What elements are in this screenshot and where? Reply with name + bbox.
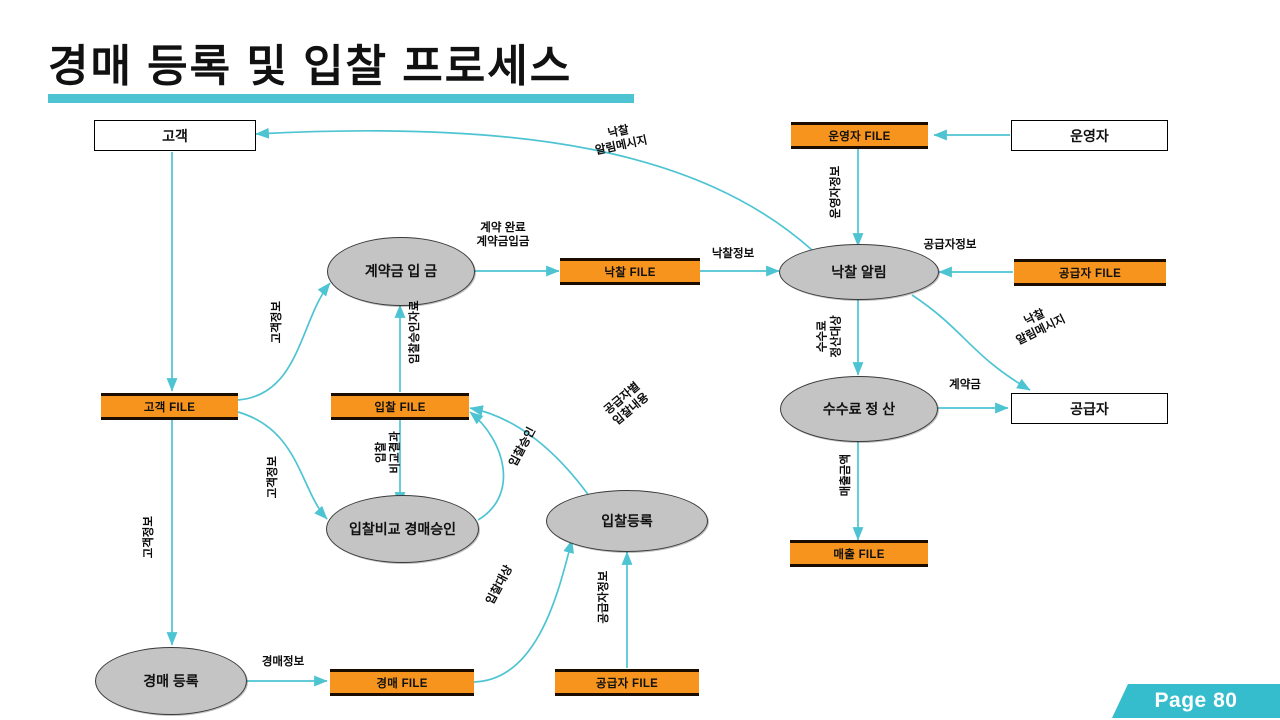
edge-label-award-message-customer: 낙찰 알림메시지 [594, 124, 649, 158]
title-underline [48, 94, 634, 103]
edge-label-fee-settlement-target: 수수료 정산대상 [816, 315, 843, 358]
edge-label-deposit: 계약금 [949, 379, 981, 391]
process-award-notice[interactable]: 낙찰 알림 [779, 244, 939, 300]
store-sales-file-label: 매출 FILE [833, 548, 885, 561]
edge-label-operator-info: 운영자정보 [829, 165, 842, 219]
store-award-file-label: 낙찰 FILE [604, 266, 656, 279]
entity-operator[interactable]: 운영자 [1011, 120, 1168, 151]
process-bid-registration-label: 입찰등록 [601, 512, 653, 529]
edge-label-customer-info-2: 고객정보 [266, 456, 279, 499]
process-fee-settlement[interactable]: 수수료 정 산 [780, 376, 938, 442]
store-operator-file-label: 운영자 FILE [828, 130, 891, 143]
edge-label-supplier-bid-content: 공급자별 입찰내용 [602, 380, 652, 428]
store-bid-file-label: 입찰 FILE [374, 401, 426, 414]
process-bid-compare-approve[interactable]: 입찰비교 경매승인 [326, 495, 479, 563]
edge-label-supplier-info-bottom: 공급자정보 [597, 570, 610, 624]
store-customer-file[interactable]: 고객 FILE [101, 393, 238, 420]
store-supplier-file-bottom[interactable]: 공급자 FILE [555, 669, 699, 696]
entity-customer-label: 고객 [162, 127, 188, 144]
entity-operator-label: 운영자 [1070, 127, 1109, 144]
page-number-badge: Page 80 [1112, 684, 1280, 718]
process-bid-registration[interactable]: 입찰등록 [546, 490, 708, 552]
entity-supplier[interactable]: 공급자 [1011, 393, 1168, 424]
entity-supplier-label: 공급자 [1070, 400, 1109, 417]
edge-label-customer-info-3: 고객정보 [142, 516, 155, 559]
store-supplier-file-top[interactable]: 공급자 FILE [1014, 259, 1166, 286]
edge-label-bid-compare-result: 입찰 비교결과 [375, 431, 402, 474]
process-deposit-payment[interactable]: 계약금 입 금 [327, 237, 475, 306]
store-bid-file[interactable]: 입찰 FILE [331, 393, 469, 420]
process-award-notice-label: 낙찰 알림 [831, 263, 887, 280]
store-auction-file[interactable]: 경매 FILE [330, 669, 474, 696]
process-fee-settlement-label: 수수료 정 산 [822, 400, 896, 417]
edge-label-contract-complete: 계약 완료 계약금입금 [476, 222, 530, 249]
edge-label-auction-info: 경매정보 [261, 656, 305, 668]
process-auction-registration[interactable]: 경매 등록 [95, 647, 247, 715]
process-auction-registration-label: 경매 등록 [143, 672, 199, 689]
store-operator-file[interactable]: 운영자 FILE [791, 122, 928, 149]
process-bid-compare-approve-label: 입찰비교 경매승인 [349, 520, 456, 537]
store-sales-file[interactable]: 매출 FILE [790, 540, 928, 567]
page-number-label: Page 80 [1154, 689, 1238, 712]
edge-label-customer-info-1: 고객정보 [270, 301, 283, 344]
store-supplier-file-bottom-label: 공급자 FILE [595, 677, 659, 690]
edge-label-award-message-supplier: 낙찰 알림메시지 [1014, 307, 1068, 348]
store-customer-file-label: 고객 FILE [143, 401, 196, 414]
edge-label-award-info: 낙찰정보 [711, 248, 755, 260]
entity-customer[interactable]: 고객 [94, 120, 256, 151]
edge-label-bid-approval: 입찰승인 [507, 425, 539, 469]
edge-label-sales-amount: 매출금액 [839, 454, 852, 497]
edge-label-supplier-info-top: 공급자정보 [923, 239, 977, 251]
edge-label-bid-target: 입찰대상 [484, 563, 516, 607]
page-title: 경매 등록 및 입찰 프로세스 [48, 42, 573, 91]
store-auction-file-label: 경매 FILE [376, 677, 428, 690]
edge-label-bid-approval-data: 입찰승인자료 [408, 300, 421, 364]
store-supplier-file-top-label: 공급자 FILE [1058, 267, 1122, 280]
store-award-file[interactable]: 낙찰 FILE [560, 258, 700, 285]
process-deposit-payment-label: 계약금 입 금 [364, 263, 438, 280]
